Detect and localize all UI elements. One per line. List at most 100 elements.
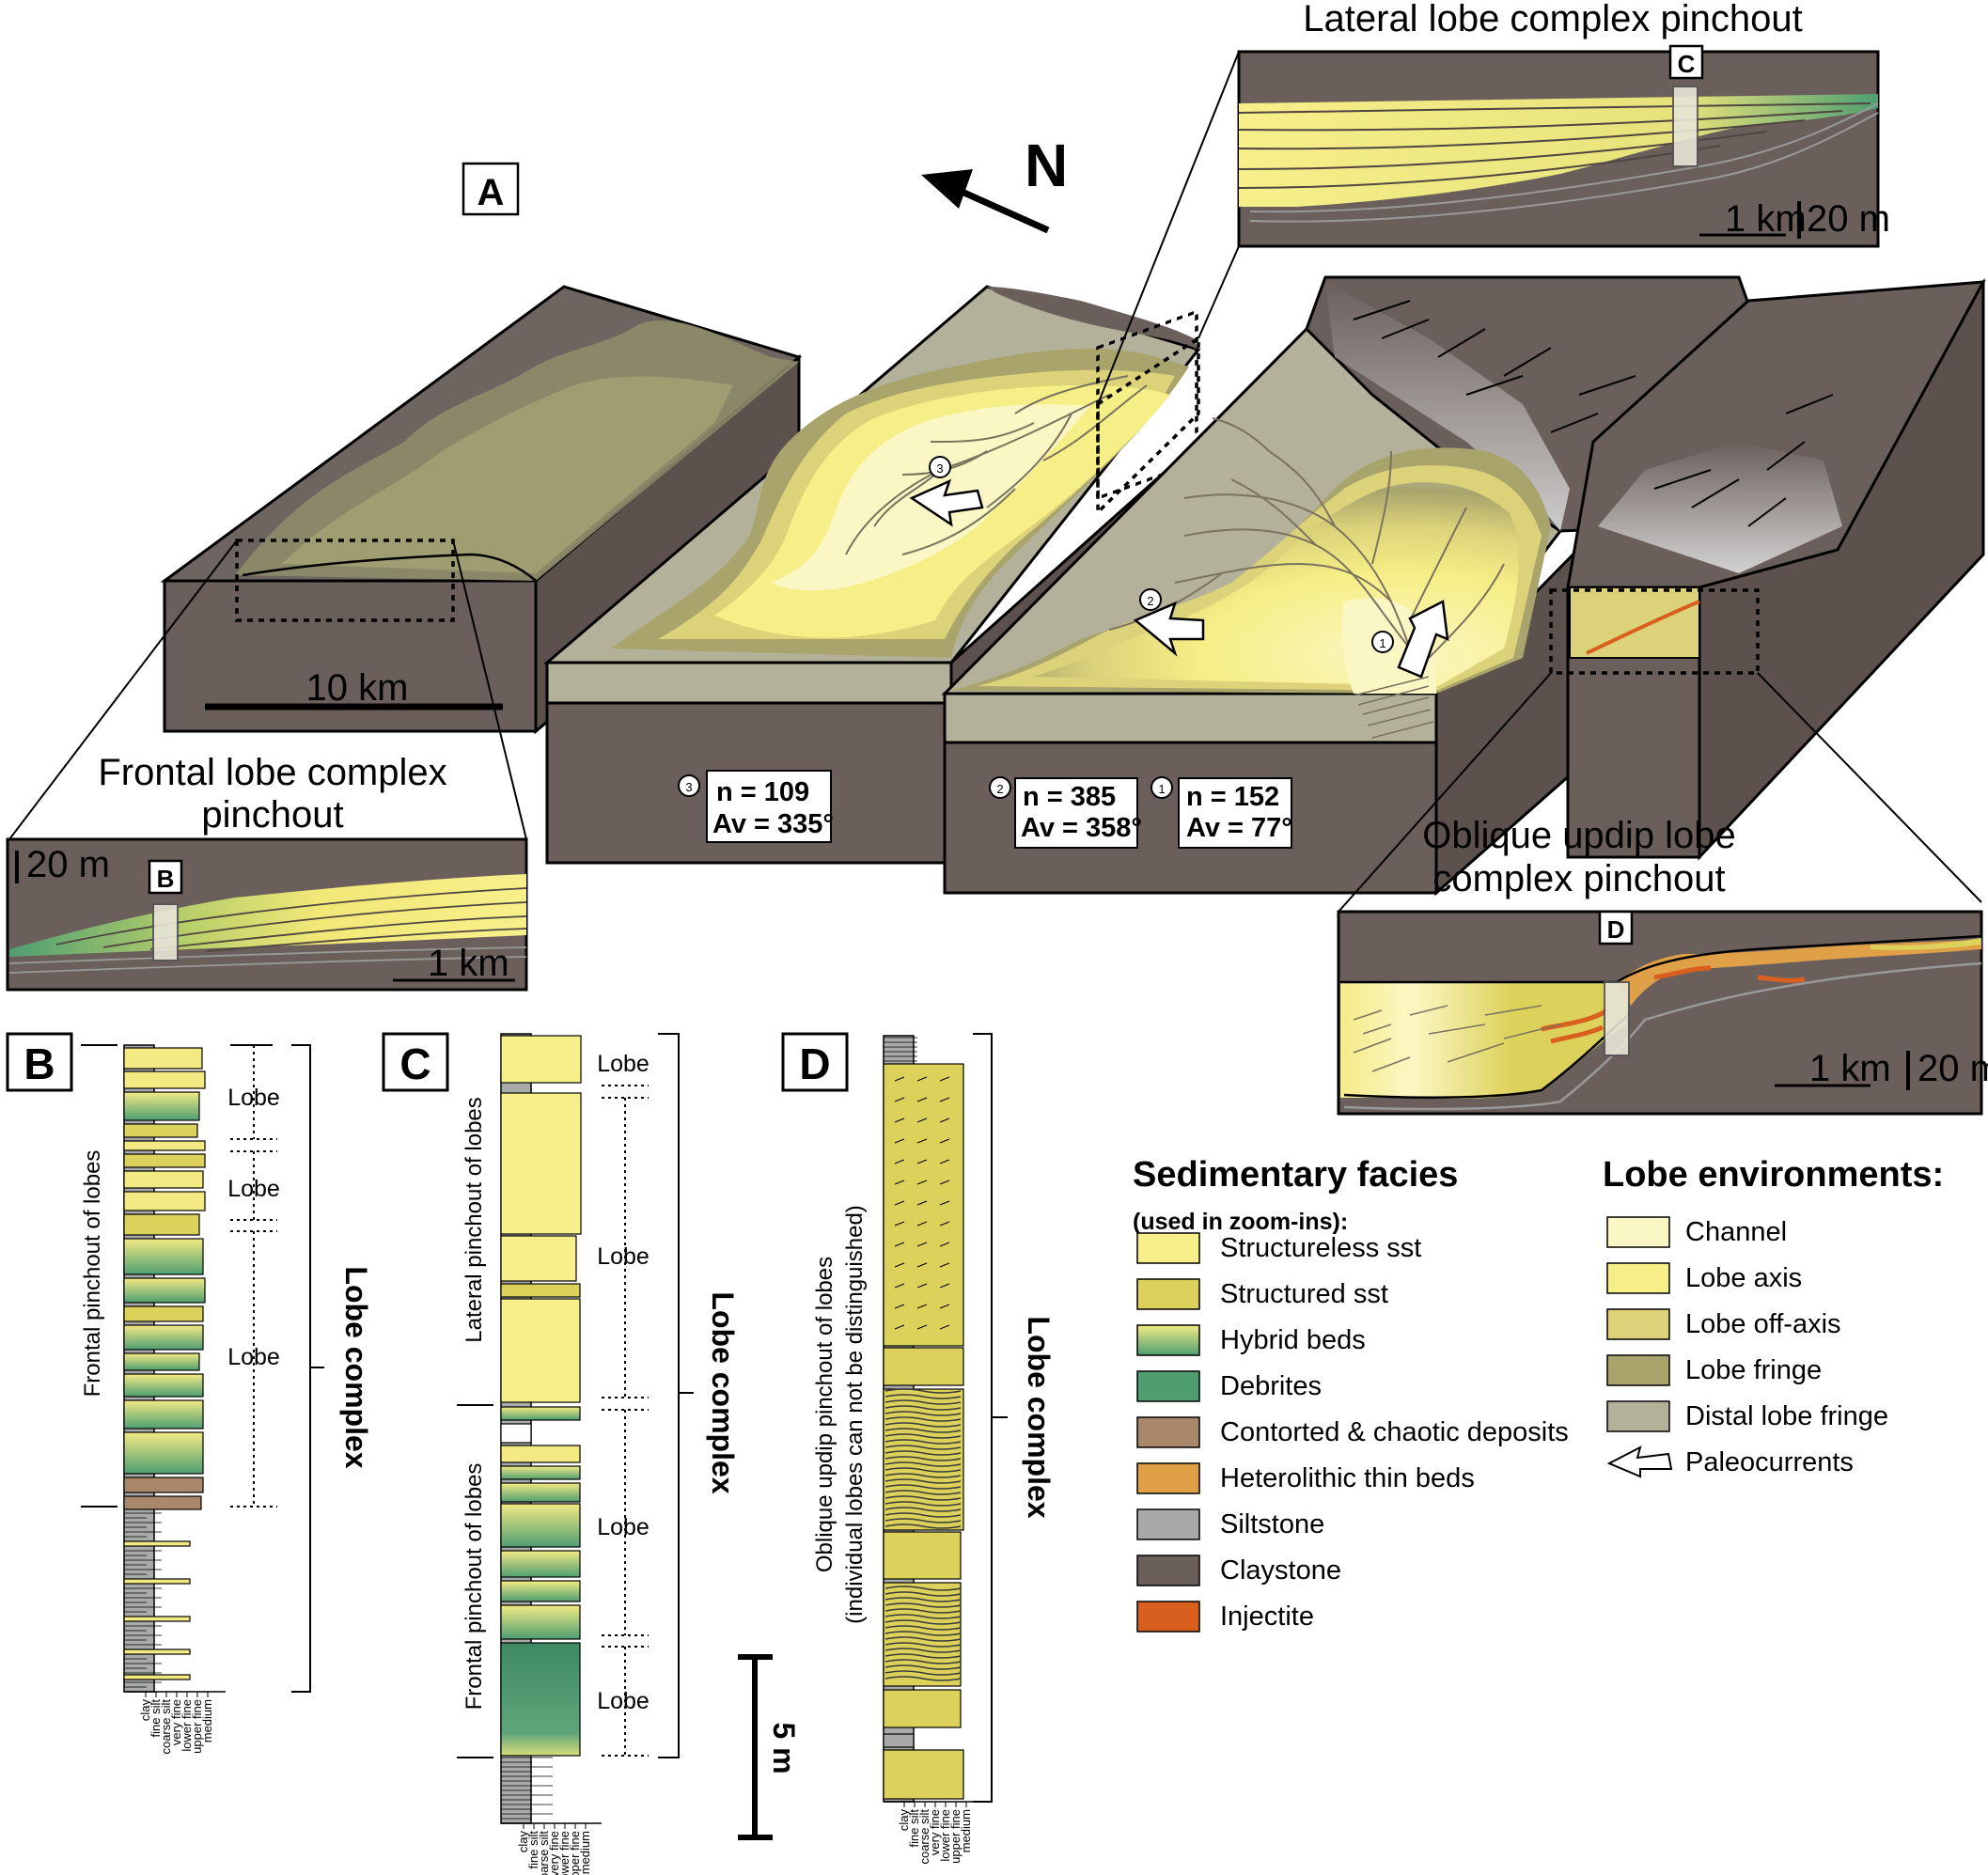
log-C-beds (500, 1035, 582, 1820)
log-B-lobe-2: Lobe (227, 1176, 280, 1202)
ripple-tick (939, 1076, 950, 1082)
legend-env-item: Lobe off-axis (1606, 1308, 1841, 1340)
ripple-tick (916, 1117, 928, 1123)
arrow-label-2: 2 (1147, 594, 1153, 608)
arrow-1 (1397, 600, 1449, 679)
log-bed (883, 1749, 964, 1800)
ripple-tick (916, 1221, 928, 1227)
heterolithic-lamina (884, 1450, 962, 1456)
ripple-tick (916, 1283, 928, 1289)
zoom-C-label: C (1678, 50, 1696, 78)
log-bed (883, 1063, 964, 1347)
ripple-tick (916, 1262, 928, 1268)
log-bed (500, 1035, 582, 1084)
zoom-B-hscale: 1 km (428, 943, 509, 984)
log-bed (500, 1604, 581, 1640)
ripple-tick (939, 1117, 950, 1123)
heterolithic-lamina (884, 1461, 962, 1467)
zoom-C-title: Lateral lobe complex pinchout (1303, 0, 1802, 39)
grain-label: fine silt (149, 1699, 163, 1738)
zoom-D-title-1: Oblique updip lobe (1422, 815, 1736, 856)
ripple-tick (939, 1304, 950, 1309)
stat-num-3: 3 (685, 780, 692, 794)
heterolithic-lamina (884, 1507, 962, 1512)
log-D-side-1: Oblique updip pinchout of lobes (812, 1257, 837, 1572)
log-bed (123, 1238, 204, 1275)
panel-label-A: A (477, 172, 505, 213)
zoom-D-hscale: 1 km (1809, 1048, 1891, 1089)
log-bed (500, 1406, 581, 1421)
log-B-lobe-brackets (230, 1044, 277, 1508)
heterolithic-lamina (884, 1399, 962, 1405)
heterolithic-lamina (884, 1456, 962, 1461)
heterolithic-lamina (884, 1501, 962, 1507)
legend-swatch (1136, 1370, 1200, 1402)
log-bed (123, 1674, 191, 1680)
heterolithic-lamina (884, 1608, 962, 1614)
log-D-scale-label: 5 m (767, 1722, 801, 1773)
ripple-tick (894, 1242, 905, 1247)
log-C-side-upper: Lateral pinchout of lobes (462, 1097, 487, 1343)
legend-label: Contorted & chaotic deposits (1220, 1417, 1569, 1447)
heterolithic-lamina (884, 1642, 962, 1648)
zoom-B-label: B (157, 865, 175, 893)
heterolithic-lamina (884, 1411, 962, 1416)
stat-n-3: n = 109 (716, 777, 809, 807)
legend-env-item: Paleocurrents (1606, 1445, 1854, 1478)
log-D-complex-label: Lobe complex (1022, 1316, 1056, 1518)
stat-box-3: 3 n = 109 Av = 335° (678, 770, 834, 843)
legend-swatch (1606, 1262, 1670, 1294)
log-bed (123, 1213, 200, 1236)
log-bed (500, 1445, 581, 1463)
log-B-side-label: Frontal pinchout of lobes (80, 1150, 105, 1398)
legend-facies-item: Debrites (1136, 1370, 1322, 1402)
heterolithic-lamina (884, 1445, 962, 1450)
legend-swatch (1606, 1354, 1670, 1386)
heterolithic-lamina (884, 1597, 962, 1602)
grain-label: lower fine (180, 1699, 194, 1752)
zoom-D-laminae (1353, 1005, 1561, 1072)
heterolithic-lamina (884, 1512, 962, 1518)
ripple-tick (939, 1180, 950, 1185)
zoom-B: Frontal lobe complex pinchout B 20 m 1 k… (6, 752, 528, 992)
legend-label: Claystone (1220, 1555, 1341, 1586)
log-B-beds (123, 1047, 206, 1688)
grain-label: very fine (547, 1831, 561, 1875)
log-B-complex-bracket (291, 1044, 324, 1693)
ripple-tick (939, 1324, 950, 1330)
heterolithic-lamina (884, 1586, 962, 1591)
legend-env-title: Lobe environments: (1603, 1155, 1944, 1195)
log-bed (123, 1373, 204, 1398)
north-label: N (1025, 132, 1068, 199)
grain-label: clay (516, 1831, 530, 1853)
zoom-B-vscale: 20 m (26, 844, 110, 885)
ripple-tick (916, 1076, 928, 1082)
heterolithic-lamina (884, 1670, 962, 1676)
ripple-tick (916, 1159, 928, 1164)
stat-num-1: 1 (1158, 782, 1165, 796)
ripple-tick (916, 1324, 928, 1330)
legend-label: Lobe off-axis (1685, 1309, 1841, 1339)
heterolithic-lamina (884, 1602, 962, 1608)
log-bed (123, 1091, 200, 1121)
grain-label: lower fine (557, 1831, 571, 1875)
zoom-C-vscale: 20 m (1807, 198, 1890, 240)
heterolithic-lamina (884, 1388, 962, 1394)
heterolithic-lamina (884, 1591, 962, 1597)
heterolithic-lamina (884, 1467, 962, 1473)
log-C-complex-bracket (658, 1033, 694, 1758)
paleocurrent-arrows: 3 2 1 (909, 456, 1449, 679)
ripple-tick (916, 1242, 928, 1247)
grain-label: clay (138, 1699, 152, 1722)
legend-facies-item: Contorted & chaotic deposits (1136, 1416, 1569, 1448)
ripple-tick (894, 1283, 905, 1289)
slope-cracks-4 (1653, 394, 1834, 527)
heterolithic-lamina (884, 1659, 962, 1664)
log-B-complex-label: Lobe complex (339, 1266, 373, 1468)
